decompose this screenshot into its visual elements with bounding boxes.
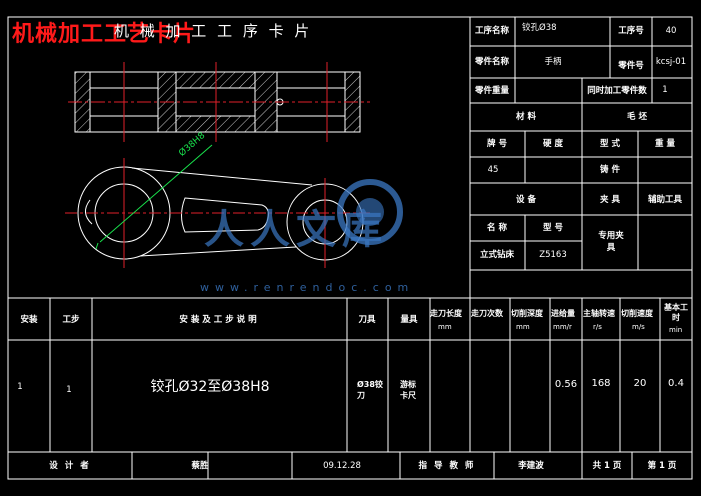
col-feed-rate: 进给量 (551, 309, 575, 318)
process-no-label: 工序号 (618, 25, 644, 36)
material-grade: 45 (487, 164, 499, 175)
equipment-label: 设 备 (516, 194, 536, 205)
col-cut-depth-unit: mm (516, 323, 530, 331)
simul-parts-label: 同时加工零件数 (587, 85, 647, 96)
simul-parts-value: 1 (662, 84, 668, 95)
total-pages: 共 1 页 (592, 460, 622, 471)
designer-name: 蔡胜 (191, 460, 209, 471)
supervisor-label: 指 导 教 师 (418, 460, 476, 471)
col-step: 工步 (62, 314, 80, 325)
row-tool: Ø38铰刀 (357, 380, 383, 400)
banner-title: 机械加工工艺卡片 (12, 22, 197, 47)
col-tool: 刀具 (358, 314, 376, 325)
row-spindle-speed: 168 (591, 378, 611, 389)
col-cutting-speed: 切削速度 (621, 309, 653, 318)
col-cutting-speed-unit: m/s (632, 323, 645, 331)
part-no-label: 零件号 (618, 60, 644, 71)
col-spindle-speed-unit: r/s (593, 323, 602, 331)
fixture-label: 夹 具 (600, 194, 620, 205)
material-section-label: 材 料 (516, 111, 536, 122)
watermark-url: www.renrendoc.com (200, 281, 415, 294)
process-name-value: 铰孔Ø38 (522, 23, 557, 33)
col-spindle-speed: 主轴转速 (583, 309, 615, 318)
row-install: 1 (17, 381, 23, 392)
process-name-label: 工序名称 (474, 25, 510, 36)
col-description: 安 装 及 工 步 说 明 (179, 314, 257, 325)
col-feed-length-unit: mm (438, 323, 452, 331)
col-feed-rate-unit: mm/r (553, 323, 572, 331)
row-gauge: 游标卡尺 (400, 380, 416, 400)
material-col-weight: 重 量 (655, 138, 675, 149)
designer-label: 设 计 者 (49, 460, 91, 471)
page-number: 第 1 页 (647, 460, 677, 471)
machine-name-label: 名 称 (487, 222, 507, 233)
footer-date: 09.12.28 (323, 460, 361, 471)
card-frame (7, 16, 693, 480)
machine-name: 立式钻床 (479, 249, 515, 260)
row-base-time: 0.4 (668, 378, 684, 389)
material-col-hardness: 硬 度 (543, 138, 563, 149)
col-cut-depth: 切削深度 (511, 309, 543, 318)
machine-model: Z5163 (539, 249, 567, 260)
col-feed-length: 走刀长度 (430, 309, 462, 318)
fixture-value: 专用夹具 (598, 231, 624, 253)
blank-type: 铸 件 (600, 164, 620, 175)
process-no-value: 40 (665, 25, 677, 36)
part-name-value: 手柄 (544, 56, 562, 67)
col-base-time: 基本工时 (664, 303, 688, 322)
supervisor-name: 李建波 (518, 460, 544, 471)
aux-tool-label: 辅助工具 (647, 194, 683, 205)
row-cutting-speed: 20 (633, 378, 647, 389)
part-weight-label: 零件重量 (474, 85, 510, 96)
col-base-time-unit: min (669, 326, 683, 334)
plan-view-drawing (65, 144, 370, 268)
row-feed-rate: 0.56 (554, 379, 578, 390)
part-name-label: 零件名称 (474, 56, 510, 67)
col-gauge: 量具 (400, 314, 418, 325)
material-col-grade: 牌 号 (487, 138, 507, 149)
card-title: 机 械 加 工 工 序 卡 片 (114, 22, 313, 40)
part-no-value: kcsj-01 (655, 56, 687, 67)
row-step: 1 (66, 384, 72, 395)
watermark-text: 人人文库 (204, 207, 388, 253)
row-description: 铰孔Ø32至Ø38H8 (150, 379, 270, 395)
section-view-drawing (68, 62, 370, 142)
blank-section-label: 毛 坯 (627, 111, 647, 122)
col-install: 安装 (20, 314, 38, 325)
material-col-type: 型 式 (600, 138, 620, 149)
col-feed-count: 走刀次数 (471, 309, 503, 318)
machine-model-label: 型 号 (543, 222, 563, 233)
